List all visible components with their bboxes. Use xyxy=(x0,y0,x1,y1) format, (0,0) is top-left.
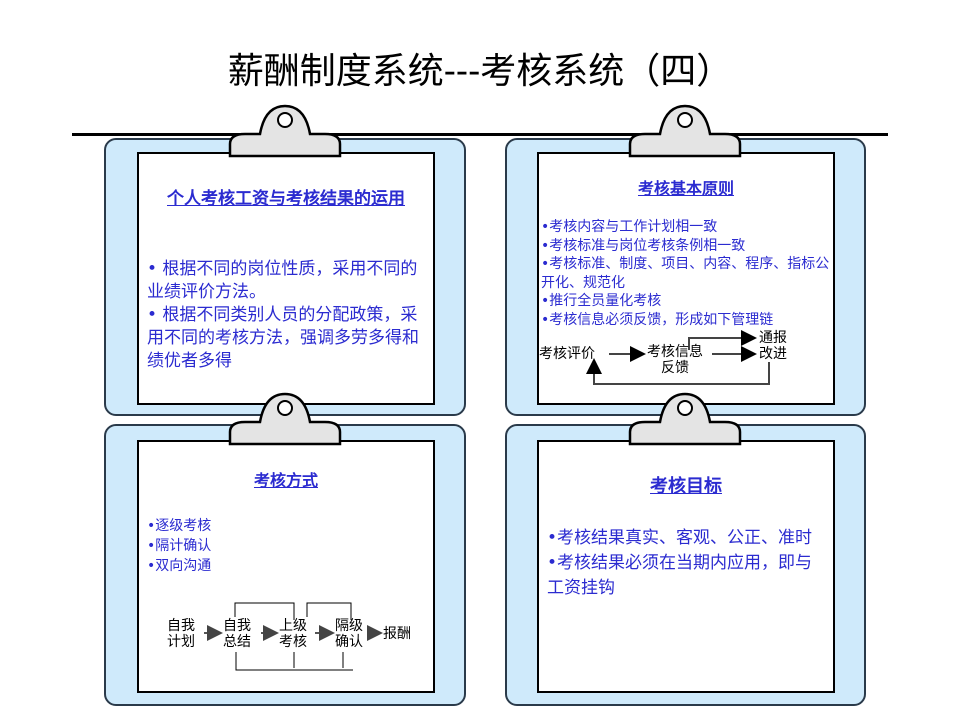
card-title: 个人考核工资与考核结果的运用 xyxy=(167,189,405,209)
card-methods: 考核方式 •逐级考核 •隔计确认 •双向沟通 自我计划 自我总结 上级考核 隔级… xyxy=(137,440,435,693)
list-item: •逐级考核 xyxy=(147,518,212,534)
list-item: •考核结果真实、客观、公正、准时 xyxy=(547,528,813,548)
flow-label: 上级 xyxy=(279,618,307,634)
flow-label: 考核 xyxy=(279,634,307,650)
list-item: •隔计确认 xyxy=(147,538,212,554)
flow-node-plan: 自我计划 xyxy=(167,618,195,650)
flow-label: 改进 xyxy=(759,346,787,362)
flow-node-superior: 上级考核 xyxy=(279,618,307,650)
flow-node-info: 考核信息反馈 xyxy=(647,344,703,376)
list-item: •考核信息必须反馈，形成如下管理链 xyxy=(541,311,774,328)
flow-node-confirm: 隔级确认 xyxy=(335,618,363,650)
card-title: 考核基本原则 xyxy=(637,179,734,198)
flow-label: 通报 xyxy=(759,330,787,346)
list-item: •考核内容与工作计划相一致 xyxy=(541,219,718,235)
flow-label: 总结 xyxy=(223,634,251,650)
flow-node-summary: 自我总结 xyxy=(223,618,251,650)
card-body: • 根据不同的岗位性质，采用不同的业绩评价方法。 • 根据不同类别人员的分配政策… xyxy=(147,258,425,373)
card-body: •逐级考核 •隔计确认 •双向沟通 xyxy=(147,516,211,576)
title-divider xyxy=(72,133,888,136)
card-principles: 考核基本原则 •考核内容与工作计划相一致 •考核标准与岗位考核条例相一致 •考核… xyxy=(537,152,835,405)
flow-label: 计划 xyxy=(167,634,195,650)
clipboard-clip-icon xyxy=(228,392,342,446)
card-title: 考核目标 xyxy=(650,476,722,497)
flow-label: 反馈 xyxy=(661,360,689,376)
slide-title: 薪酬制度系统---考核系统（四） xyxy=(227,51,733,92)
list-item: •考核标准、制度、项目、内容、程序、指标公开化、规范化 xyxy=(541,256,830,291)
flow-label: 自我 xyxy=(223,618,251,634)
feedback-flow-arrows xyxy=(586,330,770,385)
flow-label: 隔级 xyxy=(335,618,363,634)
clipboard-clip-icon xyxy=(228,104,342,158)
list-item: •推行全员量化考核 xyxy=(541,293,662,309)
card-salary-usage: 个人考核工资与考核结果的运用 • 根据不同的岗位性质，采用不同的业绩评价方法。 … xyxy=(137,152,435,405)
flow-node-reward: 报酬 xyxy=(383,626,411,642)
list-item: •双向沟通 xyxy=(147,558,212,574)
list-item: • 根据不同的岗位性质，采用不同的业绩评价方法。 xyxy=(147,259,418,302)
clipboard-clip-icon xyxy=(628,104,742,158)
flow-node-evaluate: 考核评价 xyxy=(539,346,595,362)
card-goals: 考核目标 •考核结果真实、客观、公正、准时 •考核结果必须在当期内应用，即与工资… xyxy=(537,440,835,693)
flow-label: 自我 xyxy=(167,618,195,634)
card-body: •考核结果真实、客观、公正、准时 •考核结果必须在当期内应用，即与工资挂钩 xyxy=(547,526,825,601)
clipboard-clip-icon xyxy=(628,392,742,446)
flow-node-report: 通报改进 xyxy=(759,330,787,362)
list-item: •考核结果必须在当期内应用，即与工资挂钩 xyxy=(547,553,813,598)
card-title: 考核方式 xyxy=(253,471,318,490)
card-body: •考核内容与工作计划相一致 •考核标准与岗位考核条例相一致 •考核标准、制度、项… xyxy=(541,218,833,329)
flow-label: 考核信息 xyxy=(647,344,703,360)
list-item: •考核标准与岗位考核条例相一致 xyxy=(541,237,746,254)
list-item: • 根据不同类别人员的分配政策，采用不同的考核方法，强调多劳多得和绩优者多得 xyxy=(147,305,419,371)
flow-label: 确认 xyxy=(335,634,363,650)
method-flow-arrows xyxy=(204,602,383,671)
